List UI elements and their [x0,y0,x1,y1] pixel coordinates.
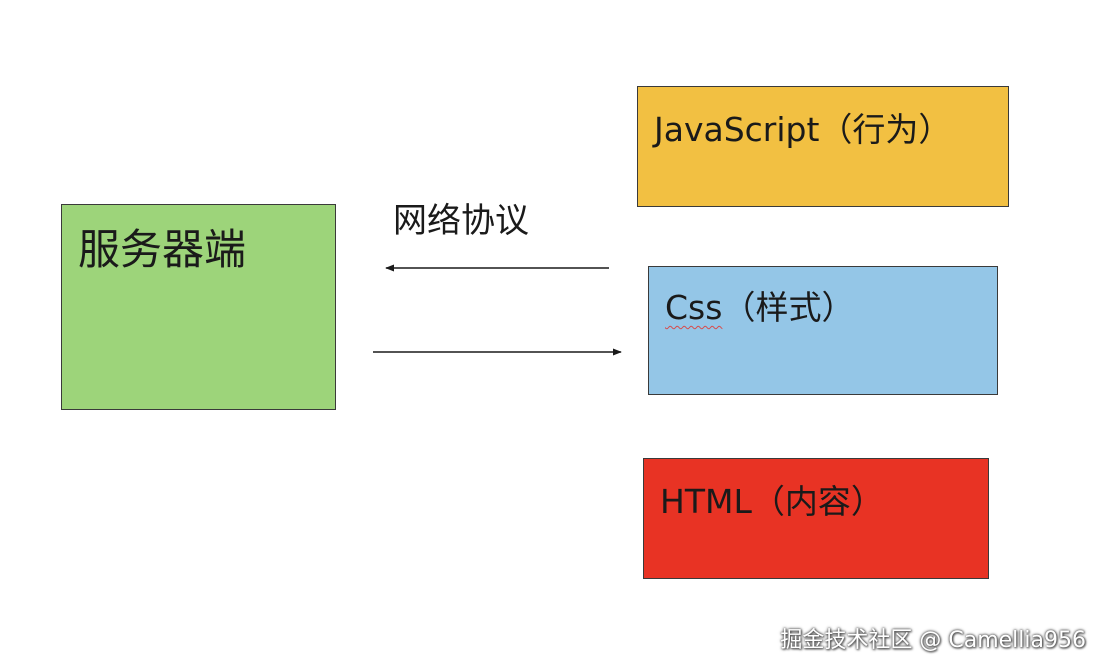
watermark-text: 掘金技术社区 @ Camellia956 [780,628,1086,653]
html-node: HTML（内容） [643,458,989,579]
server-node-label: 服务器端 [78,225,247,274]
css-node: Css（样式） [648,266,998,395]
javascript-node-label: JavaScript（行为） [654,113,951,146]
css-node-label: Css（样式） [665,291,854,324]
html-node-label-main: HTML [660,482,752,521]
css-node-label-main: Css [665,288,723,327]
server-node: 服务器端 [61,204,336,410]
html-node-label-paren: （内容） [751,482,884,521]
javascript-node-label-paren: （行为） [819,110,952,149]
css-node-label-paren: （样式） [722,288,855,327]
network-protocol-label: 网络协议 [393,201,529,241]
html-node-label: HTML（内容） [660,485,884,518]
javascript-node-label-main: JavaScript [654,110,820,149]
javascript-node: JavaScript（行为） [637,86,1009,207]
